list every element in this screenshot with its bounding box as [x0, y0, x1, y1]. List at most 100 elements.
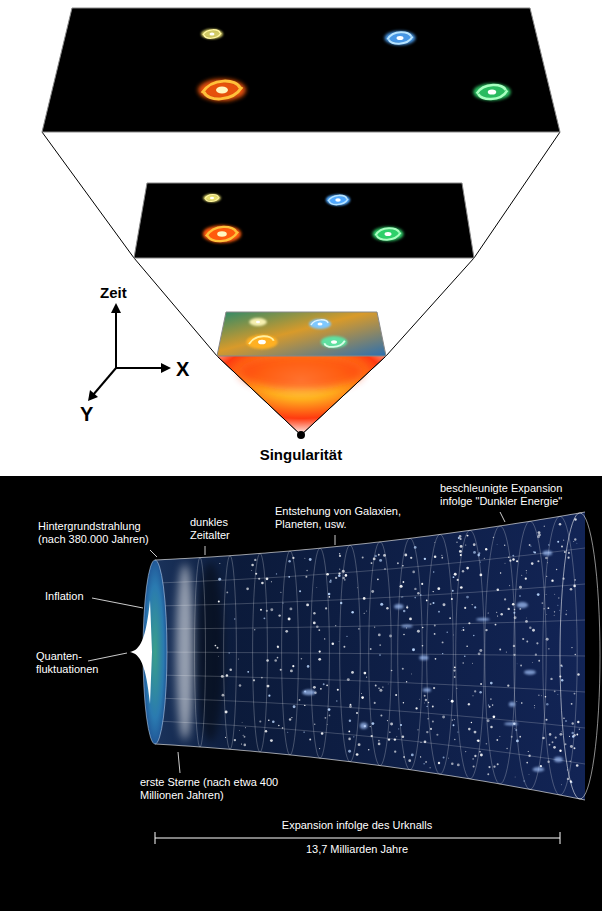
star — [271, 581, 272, 582]
star — [489, 706, 491, 708]
star — [546, 638, 549, 641]
star — [335, 625, 336, 626]
star — [289, 718, 291, 720]
star — [561, 666, 562, 667]
cone-rim — [560, 513, 600, 799]
star — [506, 748, 508, 750]
star — [459, 550, 462, 553]
star — [437, 587, 440, 590]
galaxy-blob — [394, 604, 403, 609]
star — [427, 718, 429, 720]
star — [380, 603, 383, 606]
star — [339, 553, 340, 554]
star — [541, 695, 543, 697]
star — [553, 746, 556, 749]
star — [321, 732, 324, 735]
star — [574, 538, 576, 540]
star — [433, 591, 434, 592]
star — [346, 636, 347, 637]
star — [454, 739, 455, 740]
star — [419, 698, 421, 700]
star — [480, 683, 482, 685]
leader-lines — [88, 512, 505, 773]
star — [414, 597, 416, 599]
star — [571, 647, 572, 648]
star — [356, 712, 358, 714]
star — [366, 677, 367, 678]
galaxy — [249, 318, 267, 326]
star — [244, 744, 247, 747]
star — [261, 582, 264, 585]
star — [379, 654, 381, 656]
galaxy-blob — [509, 702, 515, 707]
star — [576, 764, 579, 767]
star — [396, 736, 398, 738]
star — [558, 597, 559, 598]
star — [453, 669, 455, 671]
star — [361, 693, 363, 695]
star — [241, 743, 242, 744]
star — [420, 742, 421, 743]
star — [247, 671, 249, 673]
star — [451, 762, 454, 765]
star — [291, 717, 292, 718]
star — [239, 730, 241, 732]
star — [397, 562, 399, 564]
grid-line — [160, 675, 585, 692]
star — [364, 672, 367, 675]
star — [380, 714, 382, 716]
star — [492, 704, 494, 706]
star — [434, 625, 436, 627]
star — [340, 602, 342, 604]
star — [274, 659, 277, 662]
star — [389, 732, 390, 733]
axis-label: Zeit — [100, 284, 127, 302]
star — [559, 609, 561, 611]
galaxy — [198, 79, 246, 101]
star — [379, 689, 382, 692]
star — [507, 608, 509, 610]
star — [520, 665, 522, 667]
star — [443, 756, 445, 758]
star — [572, 722, 574, 724]
star — [504, 545, 505, 546]
star — [351, 671, 354, 674]
star — [428, 702, 429, 703]
star — [457, 731, 458, 732]
star — [280, 592, 281, 593]
star — [529, 627, 532, 630]
pyramid-edge — [301, 356, 386, 435]
star — [379, 644, 381, 646]
star — [434, 556, 437, 559]
star — [545, 593, 547, 595]
star — [570, 745, 573, 748]
star — [545, 696, 547, 698]
span-label: Expansion infolge des Urknalls — [282, 819, 432, 832]
callout-label: Hintergrundstrahlung (nach 380.000 Jahre… — [38, 520, 168, 546]
star — [323, 683, 325, 685]
star — [531, 562, 534, 565]
star — [523, 780, 524, 781]
star — [561, 546, 563, 548]
star — [454, 676, 456, 678]
star — [292, 557, 294, 559]
star — [303, 731, 304, 732]
star — [309, 558, 312, 561]
star — [403, 702, 404, 703]
star — [509, 585, 510, 586]
star — [228, 652, 230, 654]
star — [571, 732, 573, 734]
galaxy-blob — [360, 723, 368, 729]
star — [241, 722, 243, 724]
star — [443, 603, 446, 606]
galaxy — [321, 336, 347, 348]
star — [579, 728, 580, 729]
star — [276, 573, 277, 574]
grid-line — [160, 620, 585, 629]
star — [430, 603, 432, 605]
star — [504, 598, 506, 600]
star — [473, 551, 476, 554]
star — [479, 751, 480, 752]
star — [525, 578, 527, 580]
star — [568, 552, 570, 554]
